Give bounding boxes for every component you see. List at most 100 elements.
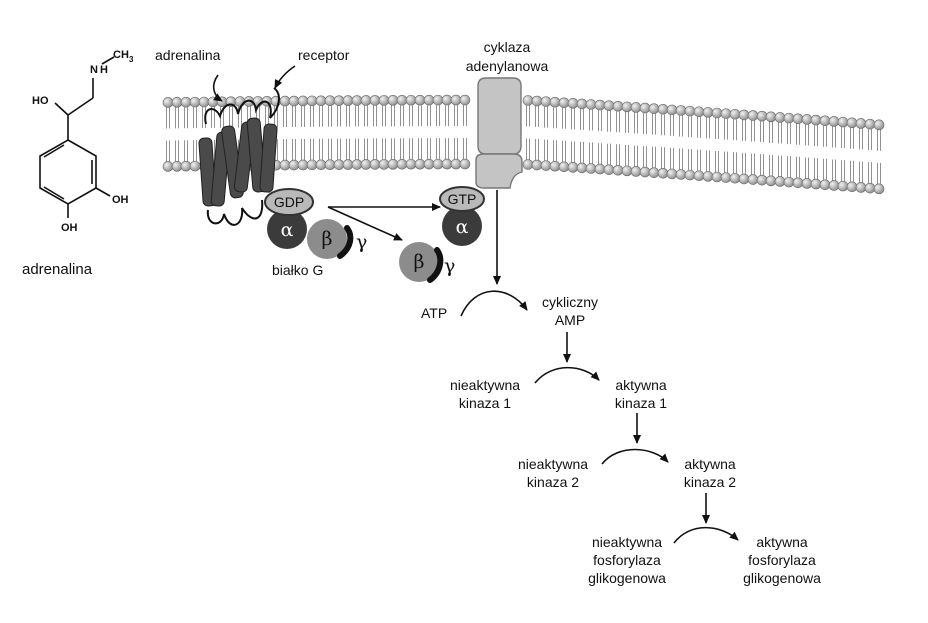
- receptor-pointer-arrow: [274, 65, 296, 89]
- lipid-tail: [463, 105, 467, 127]
- lipid-head: [378, 159, 390, 170]
- lipid-head: [360, 95, 372, 106]
- active-phosphorylase-label: fosforylaza: [748, 552, 816, 568]
- gamma-subunit: [337, 225, 354, 259]
- lipid-head: [594, 99, 606, 111]
- lipid-tail: [526, 138, 530, 160]
- gamma-label: γ: [444, 255, 455, 277]
- inactive-phosphorylase-label: nieaktywna: [592, 534, 662, 550]
- lipid-head: [783, 176, 795, 188]
- lipid-tail: [877, 162, 881, 184]
- lipid-tail: [292, 106, 296, 128]
- lipid-tail: [571, 141, 575, 163]
- lipid-tail: [859, 161, 863, 183]
- lipid-tail: [553, 107, 557, 129]
- lipid-head: [540, 160, 552, 171]
- lipid-tail: [688, 116, 692, 138]
- lipid-tail: [355, 138, 359, 160]
- lipid-head: [432, 94, 444, 106]
- kinase1-activation-arrow: [534, 366, 600, 384]
- lipid-tail: [760, 121, 764, 143]
- active-phosphorylase-label: aktywna: [756, 534, 808, 550]
- alpha-subunit: [442, 206, 482, 246]
- lipid-tail: [571, 108, 575, 130]
- lipid-head: [279, 95, 291, 107]
- lipid-head: [351, 95, 363, 106]
- atp-label: ATP: [421, 305, 447, 321]
- gtp-label: GTP: [448, 191, 477, 207]
- lipid-tail: [328, 138, 332, 160]
- inactive-kinase1-label: kinaza 1: [459, 395, 511, 411]
- lipid-tail: [193, 107, 197, 129]
- lipid-head: [369, 159, 381, 170]
- lipid-head: [189, 160, 201, 172]
- lipid-head: [558, 97, 570, 109]
- lipid-tail: [427, 105, 431, 127]
- lipid-head: [693, 106, 705, 118]
- lipid-head: [450, 94, 462, 106]
- lipid-head: [549, 160, 561, 172]
- lipid-head: [459, 158, 471, 170]
- lipid-head: [684, 105, 696, 117]
- lipid-tail: [292, 139, 296, 161]
- lipid-head: [405, 94, 417, 106]
- bond: [54, 102, 69, 116]
- lipid-tail: [229, 106, 233, 128]
- lipid-tail: [544, 139, 548, 161]
- hydroxyl-label: OH: [112, 194, 129, 206]
- lipid-tail: [418, 138, 422, 160]
- lipid-tail: [364, 105, 368, 127]
- lipid-tail: [805, 124, 809, 146]
- inactive-kinase2-label: nieaktywna: [518, 456, 588, 472]
- lipid-tail: [535, 139, 539, 161]
- lipid-head: [522, 95, 534, 106]
- lipid-tail: [643, 146, 647, 168]
- lipid-tail: [823, 158, 827, 180]
- lipid-tail: [805, 157, 809, 179]
- lipid-tail: [625, 111, 629, 133]
- amine-nitrogen-label: N: [90, 64, 98, 76]
- lipid-head: [828, 116, 840, 127]
- lipid-tail: [562, 107, 566, 129]
- methyl-subscript: 3: [129, 55, 134, 64]
- lipid-head: [288, 95, 300, 107]
- cyclase-lower-domain: [475, 153, 523, 189]
- lipid-head: [855, 118, 867, 129]
- lipid-tail: [733, 152, 737, 174]
- lipid-tail: [580, 141, 584, 163]
- lipid-head: [441, 94, 453, 106]
- lipid-head: [585, 163, 597, 174]
- lipid-tail: [346, 138, 350, 160]
- lipid-head: [324, 95, 336, 107]
- g-protein-label: białko G: [272, 262, 323, 278]
- lipid-head: [666, 168, 678, 180]
- lipid-tail: [580, 108, 584, 130]
- lipid-head: [729, 108, 741, 120]
- hydroxyl-label: OH: [61, 222, 78, 234]
- receptor: [198, 87, 280, 226]
- benzene-ring: [39, 139, 97, 205]
- ring-double-bond: [43, 144, 65, 158]
- lipid-head: [756, 174, 768, 186]
- lipid-head: [540, 96, 552, 107]
- lipid-head: [198, 96, 210, 108]
- lipid-head: [702, 107, 714, 118]
- lipid-head: [315, 159, 327, 171]
- lipid-tail: [778, 155, 782, 177]
- lipid-head: [612, 100, 624, 112]
- lipid-tail: [841, 127, 845, 149]
- lipid-tail: [445, 105, 449, 127]
- lipid-head: [558, 161, 570, 173]
- lipid-tail: [868, 129, 872, 151]
- lipid-head: [387, 95, 399, 106]
- lipid-tail: [454, 138, 458, 160]
- lipid-head: [675, 105, 687, 116]
- lipid-tail: [436, 105, 440, 127]
- lipid-tail: [373, 138, 377, 160]
- hydroxyl-label: HO: [32, 95, 49, 107]
- lipid-head: [234, 96, 246, 107]
- lipid-head: [810, 178, 822, 190]
- lipid-head: [729, 172, 741, 184]
- lipid-tail: [877, 129, 881, 151]
- lipid-head: [396, 94, 408, 106]
